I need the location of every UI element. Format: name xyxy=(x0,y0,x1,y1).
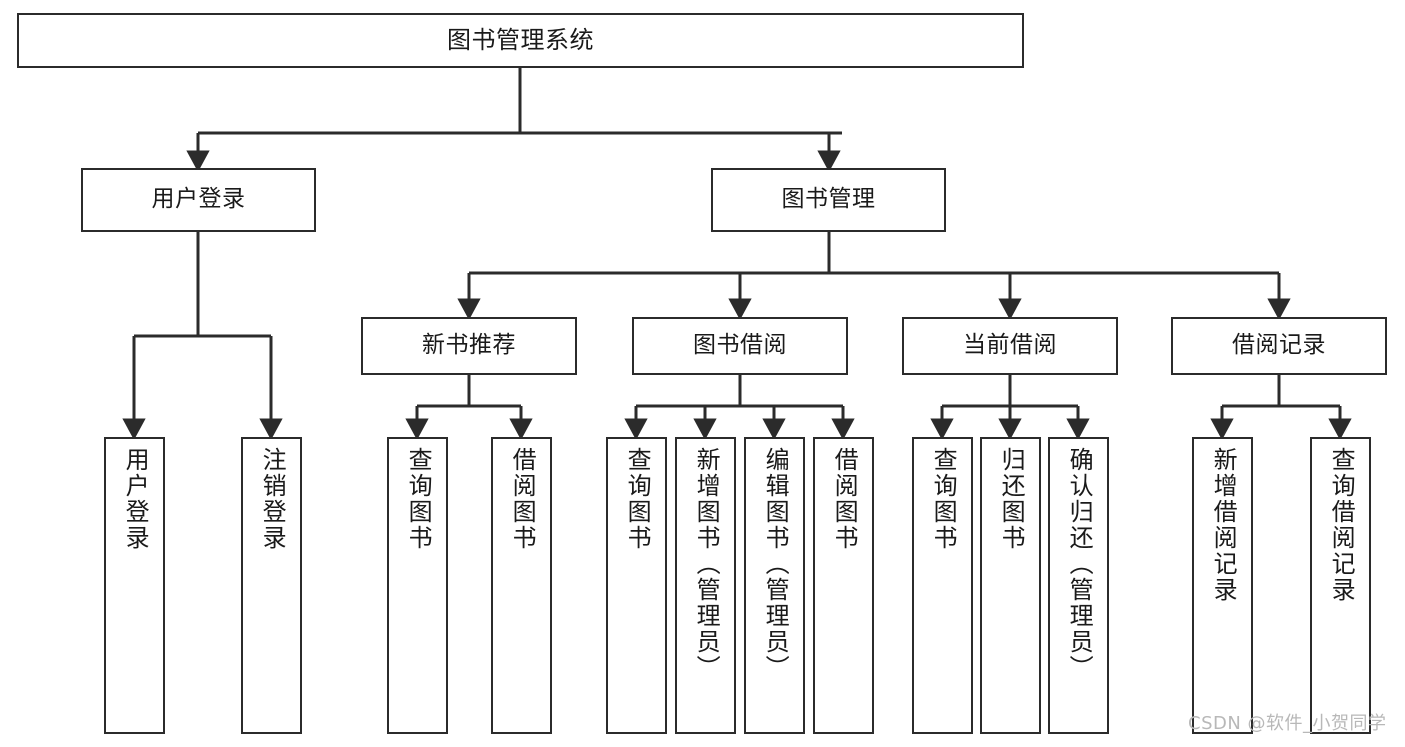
node-borrowing-record[interactable]: 借阅记录 xyxy=(1171,317,1387,375)
node-leaf-borrow-book-1[interactable]: 借阅图书 xyxy=(491,437,552,734)
node-label: 借阅记录 xyxy=(1232,332,1326,359)
node-root-book-management-system[interactable]: 图书管理系统 xyxy=(17,13,1024,68)
node-label: 新增借阅记录 xyxy=(1209,447,1238,603)
node-label: 借阅图书 xyxy=(508,447,537,551)
node-label: 注销登录 xyxy=(258,447,287,551)
node-label: 查询图书 xyxy=(623,447,652,551)
node-label: 查询借阅记录 xyxy=(1327,447,1356,603)
watermark-text: CSDN @软件_小贺同学 xyxy=(1188,713,1387,734)
node-new-book-recommendation[interactable]: 新书推荐 xyxy=(361,317,577,375)
node-leaf-query-borrow-record[interactable]: 查询借阅记录 xyxy=(1310,437,1371,734)
node-label: 归还图书 xyxy=(997,447,1026,551)
node-label: 用户登录 xyxy=(151,186,246,213)
node-leaf-edit-book-admin[interactable]: 编辑图书（管理员） xyxy=(744,437,805,734)
node-leaf-return-book[interactable]: 归还图书 xyxy=(980,437,1041,734)
node-leaf-query-book-1[interactable]: 查询图书 xyxy=(387,437,448,734)
node-leaf-add-borrow-record[interactable]: 新增借阅记录 xyxy=(1192,437,1253,734)
node-leaf-add-book-admin[interactable]: 新增图书（管理员） xyxy=(675,437,736,734)
node-label: 图书借阅 xyxy=(693,332,787,359)
node-leaf-query-book-2[interactable]: 查询图书 xyxy=(606,437,667,734)
node-leaf-user-login[interactable]: 用户登录 xyxy=(104,437,165,734)
node-label: 用户登录 xyxy=(121,447,150,551)
node-label: 确认归还（管理员） xyxy=(1065,447,1094,681)
node-label: 查询图书 xyxy=(404,447,433,551)
node-book-management[interactable]: 图书管理 xyxy=(711,168,946,232)
node-label: 图书管理 xyxy=(781,186,876,213)
node-label: 新增图书（管理员） xyxy=(692,447,721,681)
node-leaf-borrow-book-2[interactable]: 借阅图书 xyxy=(813,437,874,734)
node-leaf-query-book-3[interactable]: 查询图书 xyxy=(912,437,973,734)
node-current-borrowing[interactable]: 当前借阅 xyxy=(902,317,1118,375)
node-label: 编辑图书（管理员） xyxy=(761,447,790,681)
node-label: 图书管理系统 xyxy=(447,26,594,55)
node-leaf-user-logout[interactable]: 注销登录 xyxy=(241,437,302,734)
node-user-login[interactable]: 用户登录 xyxy=(81,168,316,232)
node-label: 新书推荐 xyxy=(422,332,516,359)
node-label: 当前借阅 xyxy=(963,332,1057,359)
node-leaf-confirm-return-admin[interactable]: 确认归还（管理员） xyxy=(1048,437,1109,734)
node-label: 借阅图书 xyxy=(830,447,859,551)
node-label: 查询图书 xyxy=(929,447,958,551)
node-book-borrowing[interactable]: 图书借阅 xyxy=(632,317,848,375)
